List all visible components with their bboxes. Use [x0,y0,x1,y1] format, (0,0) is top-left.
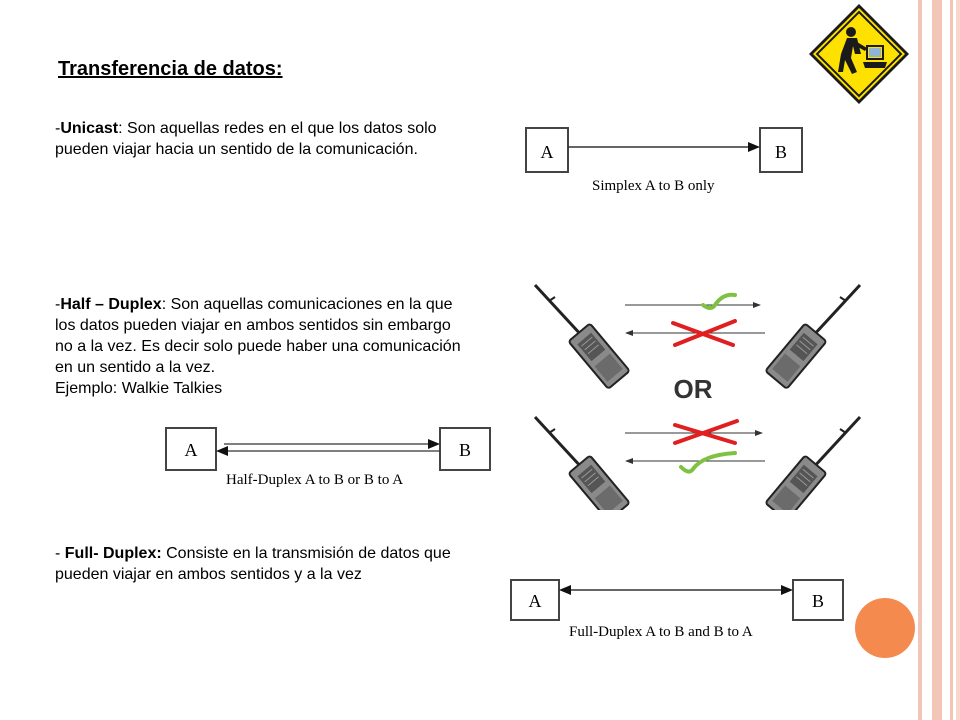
half-duplex-line-3: no a la vez. Es decir solo puede haber u… [55,338,461,355]
simplex-label-a: A [541,142,554,162]
walkie-talkie-illustration: OR [533,283,862,510]
unicast-term: Unicast [60,120,119,137]
unicast-line-1: -Unicast: Son aquellas redes en el que l… [55,118,437,139]
full-arrowhead-left [559,585,571,595]
or-label: OR [674,374,713,404]
full-duplex-diagram: A B Full-Duplex A to B and B to A [510,579,844,640]
check-icon-bottom [679,451,737,474]
half-duplex-paragraph: -Half – Duplex: Son aquellas comunicacio… [55,294,461,399]
half-duplex-term: Half – Duplex [60,296,162,313]
full-duplex-line-1: - Full- Duplex: Consiste en la transmisi… [55,543,451,564]
half-arrowhead-left [216,446,228,456]
cross-icon-bottom-b [673,419,739,445]
full-duplex-paragraph: - Full- Duplex: Consiste en la transmisi… [55,543,451,585]
full-box-b [792,579,844,621]
full-box-a [510,579,560,621]
half-duplex-line-1: -Half – Duplex: Son aquellas comunicacio… [55,294,461,315]
simplex-box-a [525,127,569,173]
simplex-caption: Simplex A to B only [592,178,715,194]
page-title-text: Transferencia de datos [58,58,276,80]
full-caption: Full-Duplex A to B and B to A [569,624,753,640]
construction-sign-icon [809,4,909,104]
half-caption: Half-Duplex A to B or B to A [226,472,403,488]
full-duplex-line-2: pueden viajar en ambos sentidos y a la v… [55,566,362,583]
full-duplex-term: Full- Duplex: [64,545,162,562]
unicast-line-2: pueden viajar hacia un sentido de la com… [55,141,418,158]
walkie-top-left-icon [533,283,632,391]
half-duplex-rest: : Son aquellas comunicaciones en la que [161,296,453,313]
simplex-box-b [759,127,803,173]
orange-circle [855,598,915,658]
half-box-b [439,427,491,471]
half-label-b: B [459,440,471,460]
unicast-rest: : Son aquellas redes en el que los datos… [118,120,437,137]
full-duplex-rest: Consiste en la transmisión de datos que [161,545,451,562]
half-duplex-example: Ejemplo: Walkie Talkies [55,380,223,397]
full-label-a: A [529,591,542,611]
unicast-paragraph: -Unicast: Son aquellas redes en el que l… [55,118,437,160]
half-box-a [165,427,217,471]
full-arrowhead-right [781,585,793,595]
right-border-band [932,0,942,720]
half-duplex-line-2: los datos pueden viajar en ambos sentido… [55,317,451,334]
full-duplex-lead: - [55,545,65,562]
half-arrowhead-right [428,439,440,449]
half-duplex-line-4: en un sentido a la vez. [55,359,216,376]
page-title: Transferencia de datos: [58,58,283,81]
half-duplex-diagram: A B Half-Duplex A to B or B to A [165,427,491,488]
page-title-colon: : [275,58,283,80]
simplex-label-b: B [775,142,787,162]
walkie-bottom-right-icon [763,415,862,510]
right-border-outer [918,0,922,720]
right-border-edge [956,0,960,720]
cross-icon-top-b [673,319,737,347]
unicast-lead: - [55,120,61,137]
full-label-b: B [812,591,824,611]
walkie-bottom-left-icon [533,415,632,510]
simplex-diagram: A B Simplex A to B only [525,127,803,194]
check-icon-top [701,292,737,310]
simplex-arrowhead [748,142,760,152]
right-border-thin [950,0,953,720]
half-duplex-lead: - [55,296,61,313]
half-label-a: A [185,440,198,460]
walkie-top-right-icon [763,283,862,391]
